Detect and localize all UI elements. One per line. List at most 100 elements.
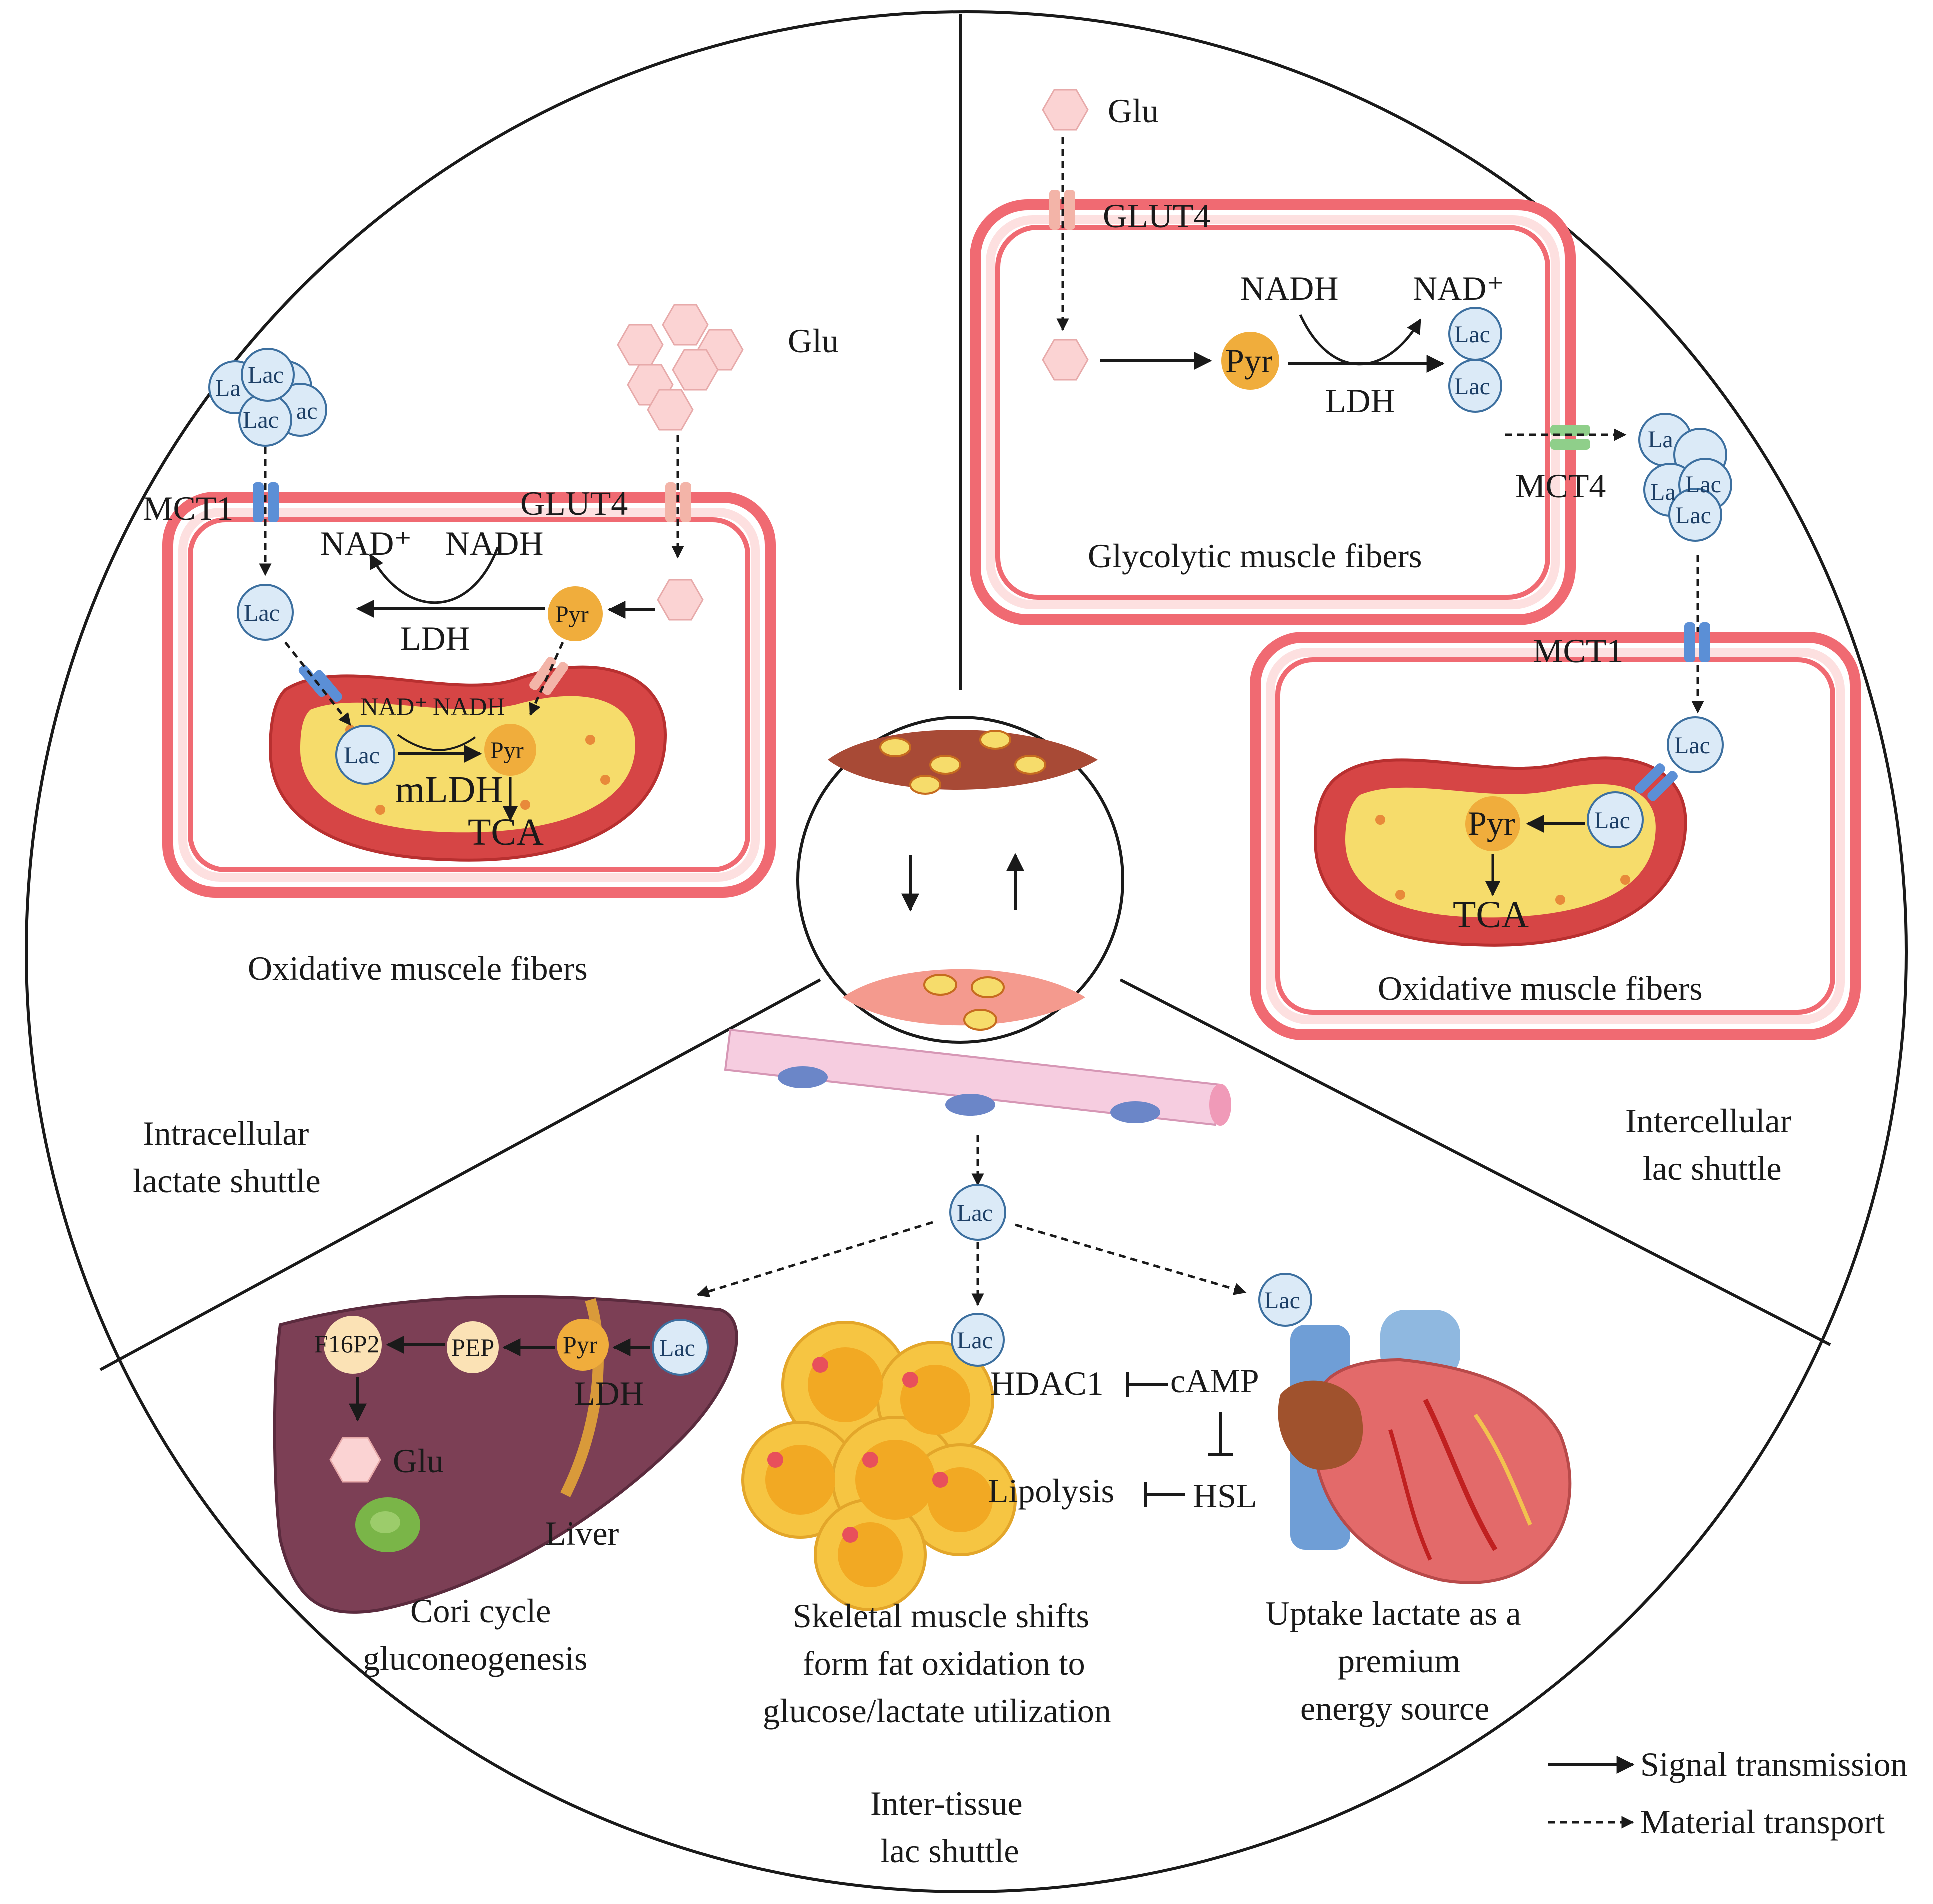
- camp-label: cAMP: [1170, 1362, 1259, 1400]
- pyr-mito: [484, 724, 536, 776]
- legend: Signal transmission Material transport: [1548, 1746, 1908, 1841]
- lac-heart: [1258, 1273, 1312, 1327]
- pep-node: [447, 1322, 499, 1374]
- fiber-type-center: [796, 716, 1124, 1044]
- mito-pyr-transporter: [529, 657, 569, 696]
- intracellular-section: La Lac Lac ac Glu MCT1 GLUT4: [133, 304, 839, 1200]
- svg-text:Lac: Lac: [1594, 808, 1630, 834]
- heart-caption-2: premium: [1338, 1642, 1461, 1680]
- mct1-transporter-right: [1684, 622, 1710, 662]
- svg-text:Pyr: Pyr: [490, 738, 524, 764]
- blood-vessel-icon: [724, 1028, 1231, 1126]
- svg-text:La: La: [1650, 479, 1676, 506]
- ldh-label: LDH: [400, 620, 470, 658]
- intracellular-title-2: lactate shuttle: [133, 1162, 321, 1200]
- nadh-label: NADH: [445, 524, 543, 562]
- pyr-glycolytic: [1221, 332, 1279, 390]
- heart-icon: [1278, 1310, 1572, 1584]
- outer-circle: [25, 10, 1908, 1894]
- nad-plus-label: NAD⁺: [320, 524, 412, 562]
- svg-text:Lac: Lac: [344, 742, 380, 769]
- mct1-label-right: MCT1: [1533, 632, 1623, 670]
- cluster-lac-label-2: Lac: [243, 407, 279, 434]
- heart-caption-3: energy source: [1300, 1690, 1489, 1728]
- divider-right: [1119, 978, 1831, 1346]
- svg-text:Lac: Lac: [957, 1328, 993, 1354]
- ldh-liver-label: LDH: [574, 1374, 644, 1412]
- lac-mito-right: [1587, 792, 1644, 848]
- svg-text:Lac: Lac: [659, 1335, 695, 1362]
- tca-label: TCA: [468, 812, 544, 854]
- glu-label-right: Glu: [1108, 92, 1159, 130]
- lac-cluster-right: La La Lac Lac: [1638, 413, 1732, 542]
- mito-nadh-label: NADH: [433, 692, 505, 720]
- intracellular-title-1: Intracellular: [143, 1114, 309, 1152]
- pyr-liver: [557, 1319, 609, 1371]
- glut4-transporter: [665, 482, 691, 522]
- lipolysis-label: Lipolysis: [988, 1472, 1114, 1510]
- svg-text:Lac: Lac: [1674, 732, 1710, 759]
- skeletal-caption-3: glucose/lactate utilization: [763, 1692, 1111, 1730]
- mito-nad-plus-label: NAD⁺: [360, 692, 428, 720]
- svg-text:Pyr: Pyr: [1225, 342, 1273, 380]
- divider-left: [99, 978, 821, 1372]
- glucose-cluster: [617, 304, 744, 431]
- lac-oxidative-right: [1667, 716, 1724, 774]
- svg-text:Pyr: Pyr: [563, 1331, 598, 1359]
- mct4-transporter: [1550, 425, 1590, 450]
- glu-top-icon: [1042, 89, 1089, 131]
- svg-text:Lac: Lac: [1675, 502, 1711, 529]
- lac-blood: [949, 1184, 1006, 1241]
- svg-text:Lac: Lac: [1454, 322, 1490, 348]
- glycolytic-cell-membrane: [970, 200, 1576, 626]
- f16p2-node: [324, 1316, 382, 1374]
- mct1-mito-transporter: [298, 665, 342, 702]
- glut4-label-right: GLUT4: [1103, 197, 1210, 235]
- mldh-label: mLDH: [395, 769, 503, 811]
- intertissue-title-1: Inter-tissue: [870, 1784, 1023, 1822]
- cluster-ac-label: ac: [296, 398, 318, 424]
- intercellular-section: Glu GLUT4 Pyr NADH NAD⁺ LDH Lac Lac Glyc…: [970, 89, 1861, 1188]
- lac-cluster-left: La Lac Lac ac: [208, 348, 327, 447]
- glu-label: Glu: [788, 322, 839, 360]
- skeletal-caption-1: Skeletal muscle shifts: [793, 1597, 1089, 1635]
- adipocyte-cluster-icon: [741, 1321, 1017, 1612]
- intercellular-title-2: lac shuttle: [1643, 1150, 1782, 1188]
- cluster-lac-label-1: Lac: [248, 362, 284, 388]
- tca-label-right: TCA: [1453, 894, 1529, 936]
- glut4-label: GLUT4: [520, 484, 628, 522]
- oxidative-caption-left: Oxidative muscele fibers: [248, 950, 588, 988]
- lac-adipose: [951, 1313, 1005, 1367]
- glut4-transporter-right: [1049, 190, 1075, 230]
- glu-liver-label: Glu: [393, 1442, 444, 1480]
- mct4-label: MCT4: [1515, 467, 1606, 505]
- legend-signal-label: Signal transmission: [1640, 1746, 1908, 1784]
- liver-label: Liver: [545, 1514, 619, 1552]
- svg-text:PEP: PEP: [451, 1334, 494, 1362]
- svg-text:Lac: Lac: [1264, 1288, 1300, 1314]
- svg-text:Pyr: Pyr: [555, 602, 589, 628]
- pyr-mito-right: [1465, 796, 1520, 852]
- cori-title-1: Cori cycle: [410, 1592, 551, 1630]
- fast-twitch-fiber-icon: [843, 969, 1085, 1031]
- liver-icon: [273, 1295, 738, 1614]
- cluster-la-label: La: [215, 375, 241, 402]
- intertissue-title-2: lac shuttle: [880, 1832, 1019, 1870]
- svg-text:Lac: Lac: [957, 1200, 993, 1226]
- hdac1-label: HDAC1: [990, 1364, 1104, 1402]
- svg-text:F16P2: F16P2: [314, 1330, 380, 1358]
- svg-text:Lac: Lac: [244, 600, 280, 626]
- lac-liver: [652, 1319, 709, 1376]
- heart-caption-1: Uptake lactate as a: [1265, 1594, 1521, 1632]
- lac-mito: [335, 725, 395, 785]
- svg-text:La: La: [1648, 426, 1673, 453]
- oxidative-caption-right: Oxidative muscle fibers: [1378, 970, 1703, 1008]
- mitochondrion-left: [268, 666, 667, 862]
- mct1-mito-transporter-right: [1635, 764, 1678, 802]
- svg-text:Pyr: Pyr: [1468, 804, 1515, 842]
- pyr-cytosol: [548, 586, 603, 642]
- intercellular-title-1: Intercellular: [1625, 1102, 1792, 1140]
- mct1-transporter: [253, 482, 279, 522]
- mct1-label: MCT1: [143, 490, 233, 528]
